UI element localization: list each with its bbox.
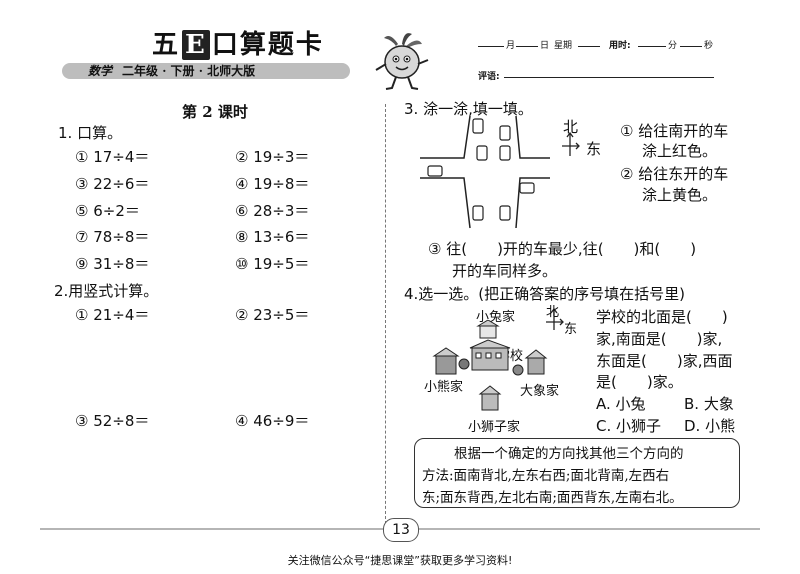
month-label: 月 <box>506 41 516 51</box>
north-label: 北 <box>546 305 560 320</box>
tip-line: 方法:面南背北,左东右西;面北背南,左西右 <box>422 468 670 484</box>
page-number: 13 <box>383 518 419 542</box>
q4-text-line: 家,南面是( )家, <box>596 330 723 348</box>
option-a: A. 小兔 <box>596 395 646 413</box>
map-label-lion: 小狮子家 <box>468 420 521 435</box>
compass-arrow-icon <box>562 132 580 156</box>
vertical-calc-item: ① 21÷4＝ <box>75 306 150 324</box>
question-2-title: 2.用竖式计算。 <box>54 282 159 300</box>
grade-banner: 数学二年级 · 下册 · 北师大版 <box>62 63 350 79</box>
compass-arrow-icon <box>546 307 564 330</box>
task-2-cont: 涂上黄色。 <box>642 186 718 204</box>
day-label: 日 <box>540 41 550 51</box>
oral-item: ⑩ 19÷5＝ <box>235 255 310 273</box>
q4-text-line: 学校的北面是( ) <box>596 308 728 326</box>
lesson-title: 第 2 课时 <box>182 103 248 121</box>
q4-text-line: 是( )家。 <box>596 373 683 391</box>
oral-item: ⑤ 6÷2＝ <box>75 202 140 220</box>
question-3-title: 3. 涂一涂,填一填。 <box>404 100 533 118</box>
oral-item: ② 19÷3＝ <box>235 148 310 166</box>
radish-mascot-icon <box>375 33 429 90</box>
column-divider <box>385 104 386 524</box>
option-b: B. 大象 <box>684 395 734 413</box>
time-label: 用时: <box>609 41 631 51</box>
second-label: 秒 <box>704 41 714 51</box>
oral-item: ⑧ 13÷6＝ <box>235 228 310 246</box>
village-map-illustration <box>432 320 548 411</box>
oral-item: ④ 19÷8＝ <box>235 175 310 193</box>
vertical-calc-item: ④ 46÷9＝ <box>235 412 310 430</box>
q4-text-line: 东面是( )家,西面 <box>596 352 733 370</box>
banner-text: 二年级 · 下册 · 北师大版 <box>122 64 256 78</box>
tip-line: 东;面东背西,左北右南;面西背东,左南右北。 <box>422 490 683 506</box>
east-label: 东 <box>564 322 578 337</box>
map-label-elephant: 大象家 <box>520 384 560 399</box>
footer-note: 关注微信公众号“捷思课堂”获取更多学习资料! <box>287 554 513 567</box>
map-label-bear: 小熊家 <box>424 380 464 395</box>
tip-line: 根据一个确定的方向找其他三个方向的 <box>454 446 684 462</box>
fill-blank-line: ③ 往( )开的车最少,往( )和( ) <box>428 240 697 258</box>
question-4-title: 4.选一选。(把正确答案的序号填在括号里) <box>404 285 686 303</box>
subject-label: 数学 <box>88 64 113 78</box>
east-label: 东 <box>586 140 602 158</box>
oral-item: ① 17÷4＝ <box>75 148 150 166</box>
comment-label: 评语: <box>478 72 500 82</box>
oral-item: ⑥ 28÷3＝ <box>235 202 310 220</box>
oral-item: ⑨ 31÷8＝ <box>75 255 150 273</box>
fill-blank-line-cont: 开的车同样多。 <box>452 262 558 280</box>
tip-box <box>414 438 740 508</box>
question-1-title: 1. 口算。 <box>58 124 123 142</box>
vertical-calc-item: ③ 52÷8＝ <box>75 412 150 430</box>
option-c: C. 小狮子 <box>596 417 662 435</box>
task-1: ① 给往南开的车 <box>620 122 729 140</box>
north-label: 北 <box>563 118 579 136</box>
vertical-calc-item: ② 23÷5＝ <box>235 306 310 324</box>
task-2: ② 给往东开的车 <box>620 165 729 183</box>
week-label: 星期 <box>554 41 573 51</box>
task-1-cont: 涂上红色。 <box>642 142 718 160</box>
oral-item: ⑦ 78÷8＝ <box>75 228 150 246</box>
option-d: D. 小熊 <box>684 417 736 435</box>
minute-label: 分 <box>668 41 678 51</box>
intersection-diagram <box>420 116 550 229</box>
oral-item: ③ 22÷6＝ <box>75 175 150 193</box>
